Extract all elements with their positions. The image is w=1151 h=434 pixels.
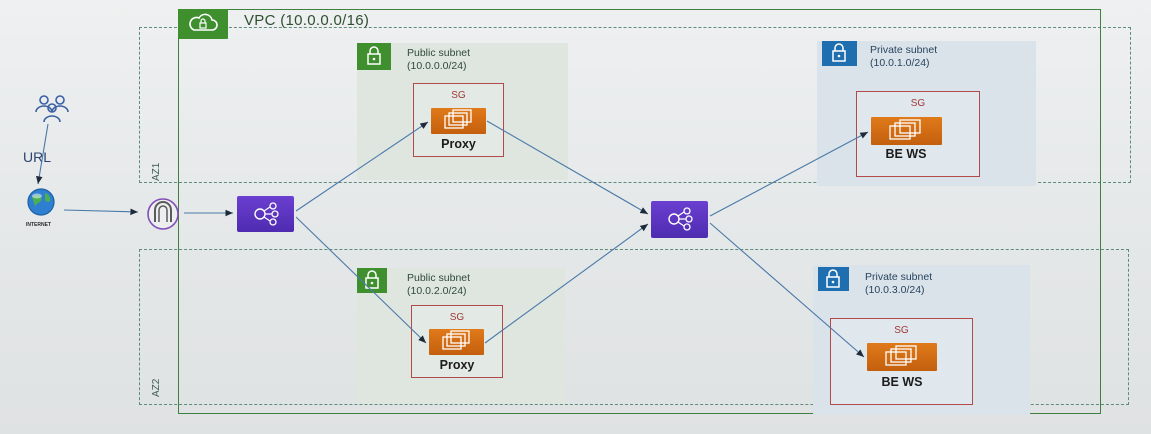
- public-load-balancer: [237, 196, 294, 232]
- internet: [19, 187, 63, 223]
- public-subnet-az2-cidr: (10.0.2.0/24): [407, 285, 467, 297]
- private-subnet-az2-badge: [818, 267, 849, 291]
- proxy-az1-label: Proxy: [441, 137, 476, 151]
- edge-internet-gateway: [63, 208, 139, 216]
- internet-label: INTERNET: [26, 222, 51, 228]
- ec2-instances-icon: [442, 330, 470, 350]
- edge-users-internet: [36, 123, 49, 185]
- ec2-instances-icon: [885, 345, 917, 366]
- ec2-proxy-az2: [429, 329, 484, 355]
- public-subnet-az1-cidr: (10.0.0.0/24): [407, 60, 467, 72]
- users: [30, 92, 74, 124]
- internet-gateway-icon: [147, 198, 179, 230]
- lock-icon: [826, 269, 840, 288]
- public-subnet-az1-badge: [357, 43, 391, 70]
- edge-lb-proxy-az1: [295, 121, 429, 212]
- internal-load-balancer: [651, 201, 708, 238]
- public-subnet-az2-text: Public subnet (10.0.2.0/24): [407, 272, 470, 298]
- url-label: URL: [23, 149, 52, 165]
- sg-label: SG: [451, 90, 466, 101]
- private-subnet-az1-title: Private subnet: [870, 44, 938, 56]
- bews-az1-label: BE WS: [885, 147, 927, 161]
- private-subnet-az1-text: Private subnet (10.0.1.0/24): [870, 44, 937, 70]
- edge-proxy-az1-ilb: [486, 120, 649, 215]
- ec2-bews-az1: [871, 117, 942, 145]
- vpc-title: VPC (10.0.0.0/16): [244, 12, 370, 29]
- private-subnet-az1-badge: [822, 41, 857, 66]
- ec2-bews-az2: [867, 343, 937, 371]
- az2-zone: [139, 249, 1129, 405]
- lock-icon: [832, 43, 846, 62]
- private-subnet-az2-title: Private subnet: [865, 271, 933, 283]
- public-subnet-az2-title: Public subnet: [407, 272, 471, 284]
- az1-zone: [139, 27, 1131, 183]
- sg-label: SG: [449, 312, 465, 323]
- bews-az2-label: BE WS: [881, 375, 923, 389]
- sg-label: SG: [910, 98, 926, 109]
- users-icon: [35, 95, 69, 123]
- lock-icon: [365, 270, 379, 289]
- load-balancer-icon: [668, 207, 693, 231]
- private-subnet-az2-cidr: (10.0.3.0/24): [865, 284, 925, 296]
- cloud-icon: [189, 13, 218, 31]
- edges: [36, 120, 869, 358]
- ec2-instances-icon: [444, 109, 472, 129]
- private-subnet-az2-text: Private subnet (10.0.3.0/24): [865, 271, 932, 297]
- sg-label: SG: [894, 325, 909, 336]
- public-subnet-az1-text: Public subnet (10.0.0.0/24): [407, 47, 470, 73]
- lock-icon: [367, 46, 381, 65]
- ec2-instances-icon: [889, 119, 921, 140]
- edge-proxy-az2-ilb: [484, 223, 649, 344]
- private-subnet-az2: [813, 265, 1030, 415]
- edge-lb-proxy-az2: [295, 216, 427, 344]
- public-subnet-az1-title: Public subnet: [407, 47, 471, 59]
- edge-ilb-bews-az2: [709, 222, 865, 358]
- edge-ilb-bews-az1: [709, 131, 869, 217]
- load-balancer-icon: [254, 202, 279, 226]
- vpc-badge: [178, 9, 228, 39]
- proxy-az2-label: Proxy: [439, 358, 475, 372]
- globe-icon: [27, 188, 55, 216]
- internet-gateway: [143, 196, 183, 232]
- ec2-proxy-az1: [431, 108, 486, 134]
- private-subnet-az1-cidr: (10.0.1.0/24): [870, 57, 930, 69]
